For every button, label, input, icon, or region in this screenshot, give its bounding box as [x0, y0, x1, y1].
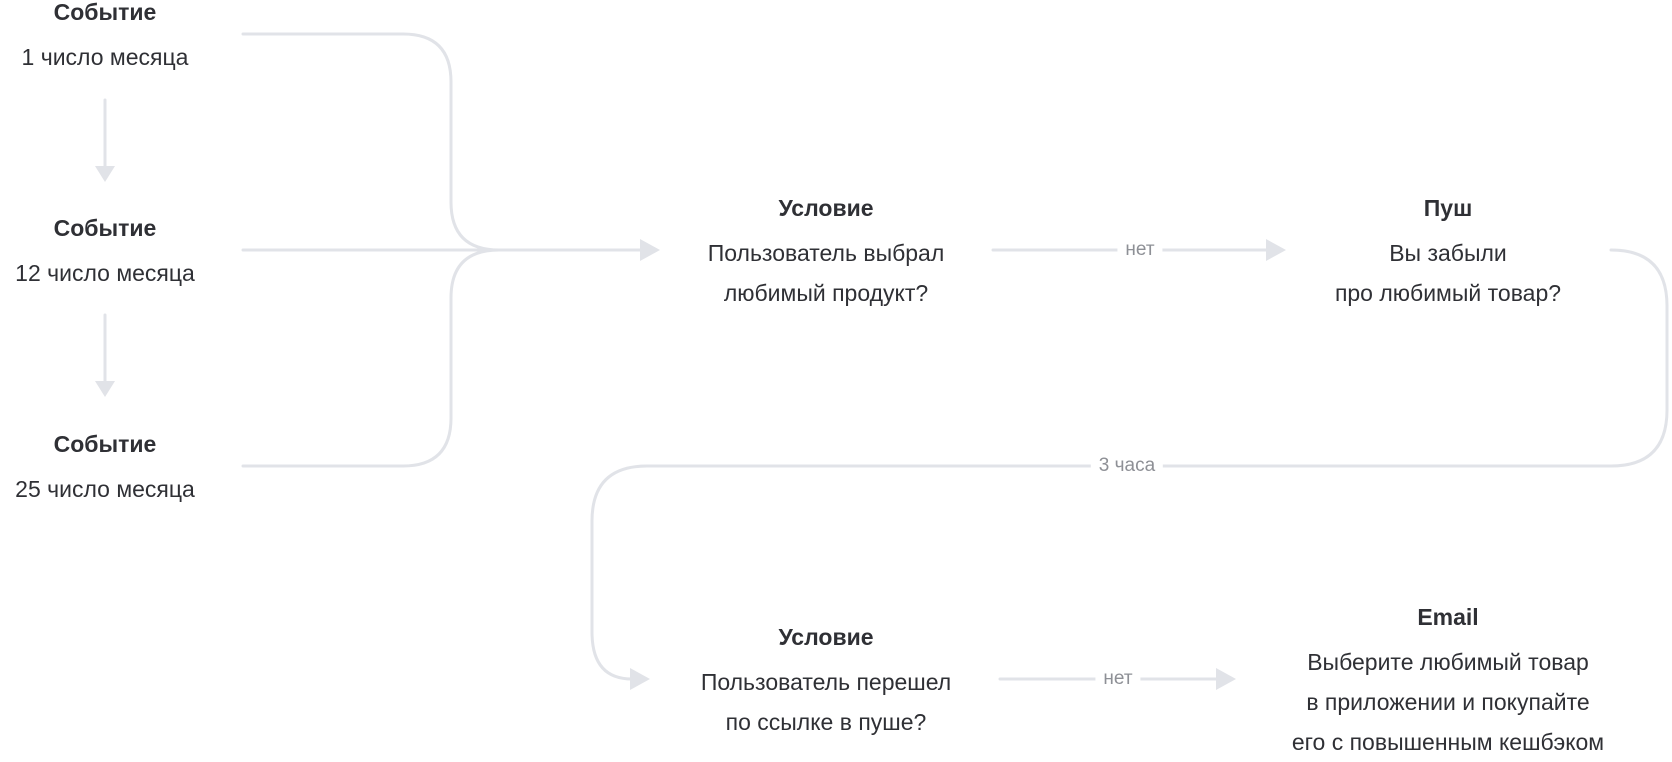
- merge-line-event3: [241, 248, 501, 468]
- event-date: 12 число месяца: [15, 260, 195, 286]
- arrowhead-condition-2: [630, 668, 650, 690]
- arrowhead-event3: [95, 381, 115, 397]
- email-title: Email: [1417, 604, 1479, 630]
- edge-label-condition1-no: нет: [1117, 238, 1163, 262]
- condition-line-1: Пользователь перешел: [700, 669, 952, 695]
- arrowhead-email: [1216, 668, 1236, 690]
- event-title: Событие: [53, 215, 157, 241]
- edge-label-condition2-no: нет: [1095, 667, 1141, 691]
- event-node-3: Событие 25 число месяца: [0, 429, 210, 509]
- condition-line-2: по ссылке в пуше?: [725, 709, 927, 735]
- event-title: Событие: [53, 0, 157, 25]
- push-line-2: про любимый товар?: [1334, 280, 1562, 306]
- email-line-2: в приложении и покупайте: [1306, 689, 1590, 715]
- push-line-1: Вы забыли: [1389, 240, 1507, 266]
- arrowhead-push: [1266, 239, 1286, 261]
- push-node: Пуш Вы забыли про любимый товар?: [1298, 193, 1598, 313]
- arrowhead-event2: [95, 166, 115, 182]
- event-node-1: Событие 1 число месяца: [0, 0, 210, 77]
- merge-line-event1: [241, 32, 501, 252]
- condition-node-2: Условие Пользователь перешел по ссылке в…: [666, 622, 986, 742]
- event-date: 1 число месяца: [21, 44, 189, 70]
- edge-label-delay: 3 часа: [1090, 454, 1164, 478]
- event-title: Событие: [53, 431, 157, 457]
- event-date: 25 число месяца: [15, 476, 195, 502]
- push-title: Пуш: [1423, 195, 1473, 221]
- condition-node-1: Условие Пользователь выбрал любимый прод…: [676, 193, 976, 313]
- email-line-1: Выберите любимый товар: [1307, 649, 1589, 675]
- condition-title: Условие: [778, 195, 874, 221]
- condition-line-2: любимый продукт?: [723, 280, 929, 306]
- condition-title: Условие: [778, 624, 874, 650]
- arrowhead-condition-1: [640, 239, 660, 261]
- email-node: Email Выберите любимый товар в приложени…: [1258, 602, 1638, 762]
- event-node-2: Событие 12 число месяца: [0, 213, 210, 293]
- condition-line-1: Пользователь выбрал: [707, 240, 945, 266]
- loop-push-to-condition2: [590, 248, 1669, 681]
- email-line-3: его с повышенным кешбэком: [1291, 729, 1605, 755]
